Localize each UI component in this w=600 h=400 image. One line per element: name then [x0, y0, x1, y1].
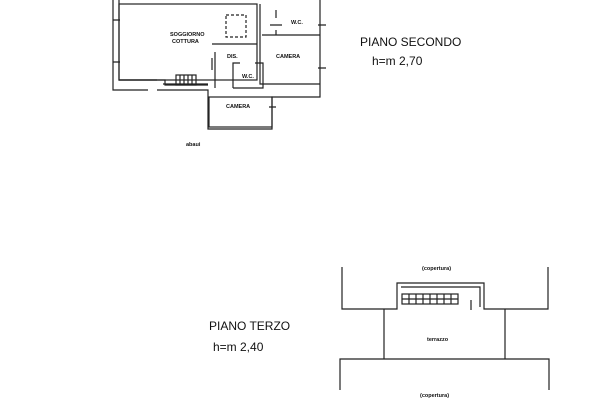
- room-label-kitchen: COTTURA: [172, 39, 199, 45]
- roof-label-top: (copertura): [422, 266, 452, 272]
- room-label-wc1: W.C.: [291, 20, 303, 26]
- third-floor-title: PIANO TERZO: [209, 319, 291, 333]
- room-label-bedroom2: CAMERA: [226, 104, 251, 110]
- third-floor-plan: [339, 267, 550, 390]
- roof-label-bottom: (copertura): [420, 393, 450, 399]
- second-floor-title: PIANO SECONDO: [360, 35, 462, 49]
- second-floor-height: h=m 2,70: [372, 54, 423, 68]
- second-floor-plan: [112, 0, 326, 130]
- plan-note: abaui: [186, 142, 201, 148]
- room-label-hall: DIS.: [227, 54, 238, 60]
- room-label-living: SOGGIORNO: [170, 32, 205, 38]
- room-label-bedroom1: CAMERA: [276, 54, 301, 60]
- room-label-wc2: W.C.: [242, 74, 254, 80]
- terrace-label: terrazzo: [427, 337, 449, 343]
- third-floor-height: h=m 2,40: [213, 340, 264, 354]
